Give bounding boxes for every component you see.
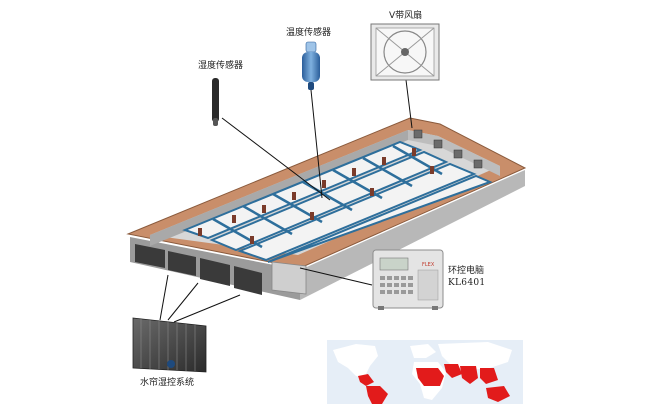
map-australia [486, 386, 510, 402]
feeder-post [292, 192, 296, 200]
temperature-sensor-label: 温度传感器 [286, 28, 332, 38]
map-europe [410, 344, 436, 358]
front-pad [200, 258, 230, 286]
key [408, 276, 413, 280]
key [387, 290, 392, 294]
temperature-sensor-icon [302, 41, 320, 90]
controller-foot [432, 306, 438, 310]
front-pad [135, 244, 165, 268]
feeder-post [198, 228, 202, 236]
front-pad [168, 251, 196, 276]
key [401, 290, 406, 294]
leader-pad-2 [167, 282, 199, 321]
controller-label: 环控电脑 [448, 266, 485, 276]
cooling-pad-ribs [140, 319, 196, 371]
pen-row-3 [237, 162, 477, 262]
wall-fan [433, 139, 443, 149]
leader-pad-3 [173, 294, 241, 323]
key [387, 276, 392, 280]
feeder-post [262, 205, 266, 213]
controller-keypad [380, 276, 413, 294]
controller-model-label: KL6401 [448, 278, 486, 288]
pen-grid [182, 140, 493, 263]
wall-fan [473, 159, 483, 169]
fan-hub [401, 48, 409, 56]
feeder-post [310, 212, 314, 220]
humidity-sensor-body [212, 78, 219, 122]
leader-lines [159, 79, 413, 323]
fan-ring [383, 30, 427, 74]
feeder-post [250, 236, 254, 244]
front-cooling-pads [135, 244, 262, 295]
feeder-post [382, 157, 386, 165]
controller-side-panel [417, 269, 439, 301]
humidity-sensor-tip [213, 118, 218, 126]
key [394, 276, 399, 280]
humidity-sensor-icon [212, 78, 219, 126]
cooling-system-label: 水帘湿控系统 [140, 378, 195, 388]
wall-fan [453, 149, 463, 159]
key [380, 283, 385, 287]
key [408, 290, 413, 294]
temperature-sensor-probe [308, 82, 314, 90]
controller-screen [379, 257, 409, 271]
key [401, 283, 406, 287]
pen-divider [242, 204, 293, 236]
key [401, 276, 406, 280]
map-middle-east-highlight [444, 364, 462, 378]
feeder-post [412, 148, 416, 156]
leader-fan [405, 79, 413, 129]
wall-fan [413, 129, 423, 139]
feeder-post [232, 215, 236, 223]
temperature-sensor-cap [305, 41, 317, 53]
temperature-sensor-body [302, 52, 320, 82]
v-fan-label: V带风扇 [389, 11, 423, 21]
leader-temperature [310, 89, 323, 199]
v-belt-fan-icon [370, 23, 440, 81]
house-side-wall [300, 170, 525, 300]
key [387, 283, 392, 287]
leader-controller [299, 267, 373, 286]
map-asia [438, 342, 512, 370]
map-se-asia-highlight [480, 368, 498, 384]
key [380, 276, 385, 280]
end-wall-fans [413, 129, 483, 169]
humidity-sensor-label: 湿度传感器 [198, 61, 244, 71]
leader-humidity [221, 117, 331, 201]
map-south-asia-highlight [460, 366, 478, 384]
map-africa-highlight [416, 368, 444, 386]
world-map-icon [327, 340, 523, 404]
cooling-pad-panel [132, 317, 207, 373]
poultry-house [126, 117, 527, 300]
leader-pad-1 [159, 274, 169, 321]
pen-divider [302, 180, 353, 212]
controller-foot [378, 306, 384, 310]
feeder-post [430, 166, 434, 174]
map-south-america [366, 386, 388, 404]
feeder-posts [198, 148, 434, 244]
controller-device-icon: FLEX [372, 249, 444, 310]
key [408, 283, 413, 287]
front-pad [234, 266, 262, 295]
key [394, 283, 399, 287]
feeder-post [370, 188, 374, 196]
cooling-pump [167, 360, 175, 368]
feeder-post [322, 180, 326, 188]
pen-row-4 [267, 174, 493, 263]
map-north-america [333, 344, 378, 378]
key [380, 290, 385, 294]
front-control-box [271, 261, 307, 295]
map-central-america-highlight [358, 374, 374, 386]
controller-brand: FLEX [422, 262, 435, 268]
pen-divider [362, 156, 413, 188]
cooling-pad-icon [132, 317, 207, 373]
key [394, 290, 399, 294]
feeder-post [352, 168, 356, 176]
